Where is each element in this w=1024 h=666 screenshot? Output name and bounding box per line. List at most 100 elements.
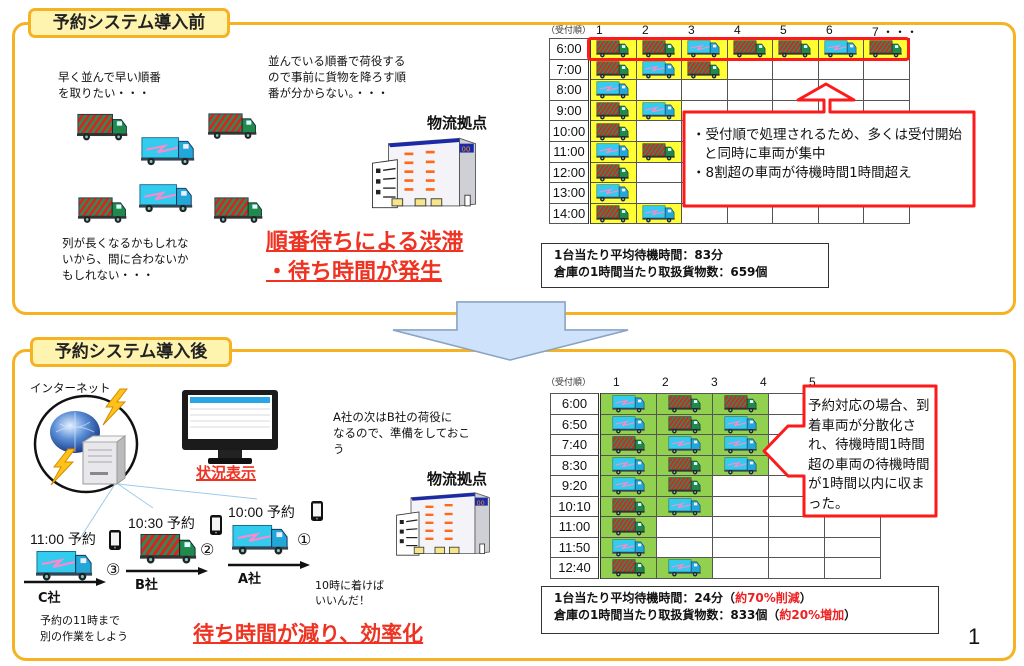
column-header: 3 <box>688 23 695 37</box>
schedule-cell <box>817 58 864 81</box>
time-slot: 9:00 <box>549 99 591 122</box>
schedule-cell <box>599 536 657 558</box>
schedule-cell <box>599 557 657 579</box>
time-slot: 10:00 <box>549 120 591 142</box>
before-stats-line-2: 倉庫の1時間当たり取扱貨物数：659個 <box>554 265 768 279</box>
after-order-label: （受付順） <box>546 378 592 388</box>
down-arrow-overlay <box>392 301 629 361</box>
truck-green-icon <box>721 394 761 413</box>
schedule-cell <box>656 434 713 456</box>
truck-green-icon <box>639 142 679 161</box>
schedule-cell <box>589 79 637 101</box>
direction-arrow-icon <box>228 561 310 569</box>
truck-blue-icon <box>609 415 649 434</box>
internet-server-icon <box>33 394 139 494</box>
direction-arrow-icon <box>24 578 106 586</box>
before-callout-bullet-2: ・8割超の車両が待機時間1時間超え <box>692 165 912 181</box>
schedule-cell <box>635 140 682 163</box>
schedule-cell <box>712 434 769 456</box>
truck-blue-icon <box>721 456 761 475</box>
truck-blue-icon <box>232 522 290 556</box>
table-row: 11:50 <box>550 536 881 558</box>
truck-green-icon <box>593 204 633 223</box>
direction-arrow-icon <box>126 567 208 575</box>
arrival-order-badge: ③ <box>106 560 121 579</box>
schedule-cell <box>635 99 682 122</box>
truck-green-icon <box>609 497 649 516</box>
schedule-cell <box>656 495 713 517</box>
schedule-cell <box>712 557 769 579</box>
truck-green-icon <box>593 122 633 141</box>
schedule-cell <box>635 58 682 81</box>
schedule-cell <box>599 393 657 415</box>
reservation-time: 10:30 予約 <box>128 515 195 531</box>
truck-blue-icon <box>609 476 649 495</box>
status-display-label: 状況表示 <box>196 464 257 482</box>
smartphone-icon <box>109 530 121 550</box>
schedule-cell <box>589 120 637 142</box>
schedule-cell <box>712 413 769 435</box>
schedule-cell <box>656 475 713 497</box>
truck-blue-icon <box>721 415 761 434</box>
schedule-cell <box>726 38 773 60</box>
after-facility-label: 物流拠点 <box>427 470 488 488</box>
before-note-top-left: 早く並んで早い順番 を取りたい・・・ <box>58 70 161 100</box>
schedule-cell <box>681 58 728 81</box>
wait-reduction-highlight: 約70%削減 <box>735 591 800 605</box>
warehouse-icon <box>360 133 488 213</box>
table-row: 14:00 <box>549 202 910 225</box>
smartphone-icon <box>311 501 323 521</box>
before-callout <box>682 82 976 208</box>
after-note-right: A社の次はB社の荷役に なるので、準備をしておこ う <box>333 410 470 456</box>
connection-lines <box>76 483 258 544</box>
before-callout-text: ・受付順で処理されるため、多くは受付開始と同時に車両が集中 ・8割超の車両が待機… <box>692 126 974 183</box>
truck-green-icon <box>665 476 705 495</box>
schedule-cell <box>589 161 637 184</box>
after-callout-text: 予約対応の場合、到着車両が分散化され、待機時間1時間超の車両の待機時間が1時間以… <box>808 398 930 512</box>
time-slot: 7:00 <box>549 58 591 81</box>
time-slot: 11:50 <box>550 536 601 558</box>
table-row: 11:00 <box>550 516 881 538</box>
schedule-cell <box>656 516 713 538</box>
before-callout-bullet-1: ・受付順で処理されるため、多くは受付開始と同時に車両が集中 <box>692 127 962 162</box>
schedule-cell <box>589 140 637 163</box>
truck-blue-icon <box>665 558 705 577</box>
truck-green-icon <box>593 101 633 120</box>
truck-blue-icon <box>593 183 633 202</box>
schedule-cell <box>589 58 637 81</box>
smartphone-icon <box>210 515 222 535</box>
truck-blue-icon <box>639 101 679 120</box>
schedule-cell <box>635 79 682 101</box>
column-header: 3 <box>711 375 718 389</box>
time-slot: 6:00 <box>550 393 601 415</box>
truck-blue-icon <box>609 394 649 413</box>
before-first-row-highlight <box>587 37 910 61</box>
warehouse-icon <box>383 488 503 560</box>
time-slot: 11:00 <box>550 516 601 538</box>
column-header: 7 ・・・ <box>872 25 919 39</box>
schedule-cell <box>599 516 657 538</box>
after-title: 予約システム導入後 <box>30 337 232 367</box>
time-slot: 8:30 <box>550 454 601 476</box>
schedule-cell <box>824 536 881 558</box>
before-order-label: （受付順） <box>546 26 592 36</box>
after-stats-line-2: 倉庫の1時間当たり取扱貨物数：833個（約20%増加） <box>554 608 857 622</box>
truck-green-icon <box>609 517 649 536</box>
truck-green-icon <box>593 60 633 79</box>
before-stats-line-1: 1台当たり平均待機時間：83分 <box>554 248 724 262</box>
schedule-cell <box>599 413 657 435</box>
time-slot: 13:00 <box>549 182 591 204</box>
company-label: A社 <box>238 572 262 587</box>
truck-blue-icon <box>139 181 194 214</box>
after-stats-line-1: 1台当たり平均待機時間：24分（約70%削減） <box>554 591 812 605</box>
truck-blue-icon <box>593 142 633 161</box>
schedule-cell <box>768 536 825 558</box>
truck-green-icon <box>77 110 129 143</box>
time-slot: 8:00 <box>549 79 591 101</box>
internet-label: インターネット <box>30 381 111 395</box>
schedule-cell <box>589 202 637 225</box>
time-slot: 12:00 <box>549 161 591 184</box>
column-header: 1 <box>596 23 603 37</box>
schedule-cell <box>635 182 682 204</box>
